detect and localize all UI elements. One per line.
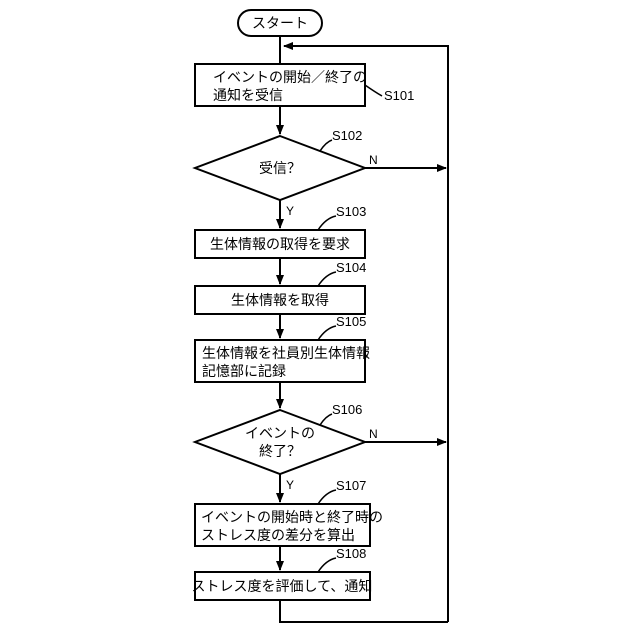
s101-step-label: S101 (384, 88, 414, 103)
s106-text-line2: 終了？ (259, 444, 301, 460)
s101-text-line2: 通知を受信 (213, 87, 283, 104)
s107-text-line1: イベントの開始時と終了時の (201, 510, 383, 526)
s108-leader (318, 558, 336, 572)
s105-leader (318, 326, 336, 340)
s104-leader (318, 272, 336, 286)
s104-step-label: S104 (336, 260, 366, 275)
s103-text: 生体情報の取得を要求 (210, 236, 350, 253)
s108-step-label: S108 (336, 546, 366, 561)
s101-leader (365, 85, 382, 96)
s102-text: 受信？ (259, 161, 301, 177)
s107-leader (318, 490, 336, 504)
s107-text-line2: ストレス度の差分を算出 (201, 528, 355, 544)
s106-no-label: N (369, 427, 378, 441)
s102-step-label: S102 (332, 128, 362, 143)
s102-leader (320, 140, 332, 151)
s101-text-line1: イベントの開始／終了の (213, 70, 367, 86)
s105-text-line1: 生体情報を社員別生体情報 (202, 346, 370, 362)
s106-yes-label: Y (286, 478, 294, 492)
s104-text: 生体情報を取得 (231, 292, 329, 309)
s103-step-label: S103 (336, 204, 366, 219)
decision-s106 (195, 410, 365, 474)
s102-no-label: N (369, 153, 378, 167)
s106-leader (320, 414, 332, 425)
s106-step-label: S106 (332, 402, 362, 417)
start-label: スタート (252, 16, 308, 32)
s102-yes-label: Y (286, 204, 294, 218)
s103-leader (318, 216, 336, 230)
s105-step-label: S105 (336, 314, 366, 329)
loop-bottom-line (280, 600, 448, 622)
s108-text: ストレス度を評価して、通知 (192, 578, 373, 595)
s107-step-label: S107 (336, 478, 366, 493)
s106-text-line1: イベントの (245, 426, 315, 442)
s105-text-line2: 記憶部に記録 (202, 363, 286, 380)
